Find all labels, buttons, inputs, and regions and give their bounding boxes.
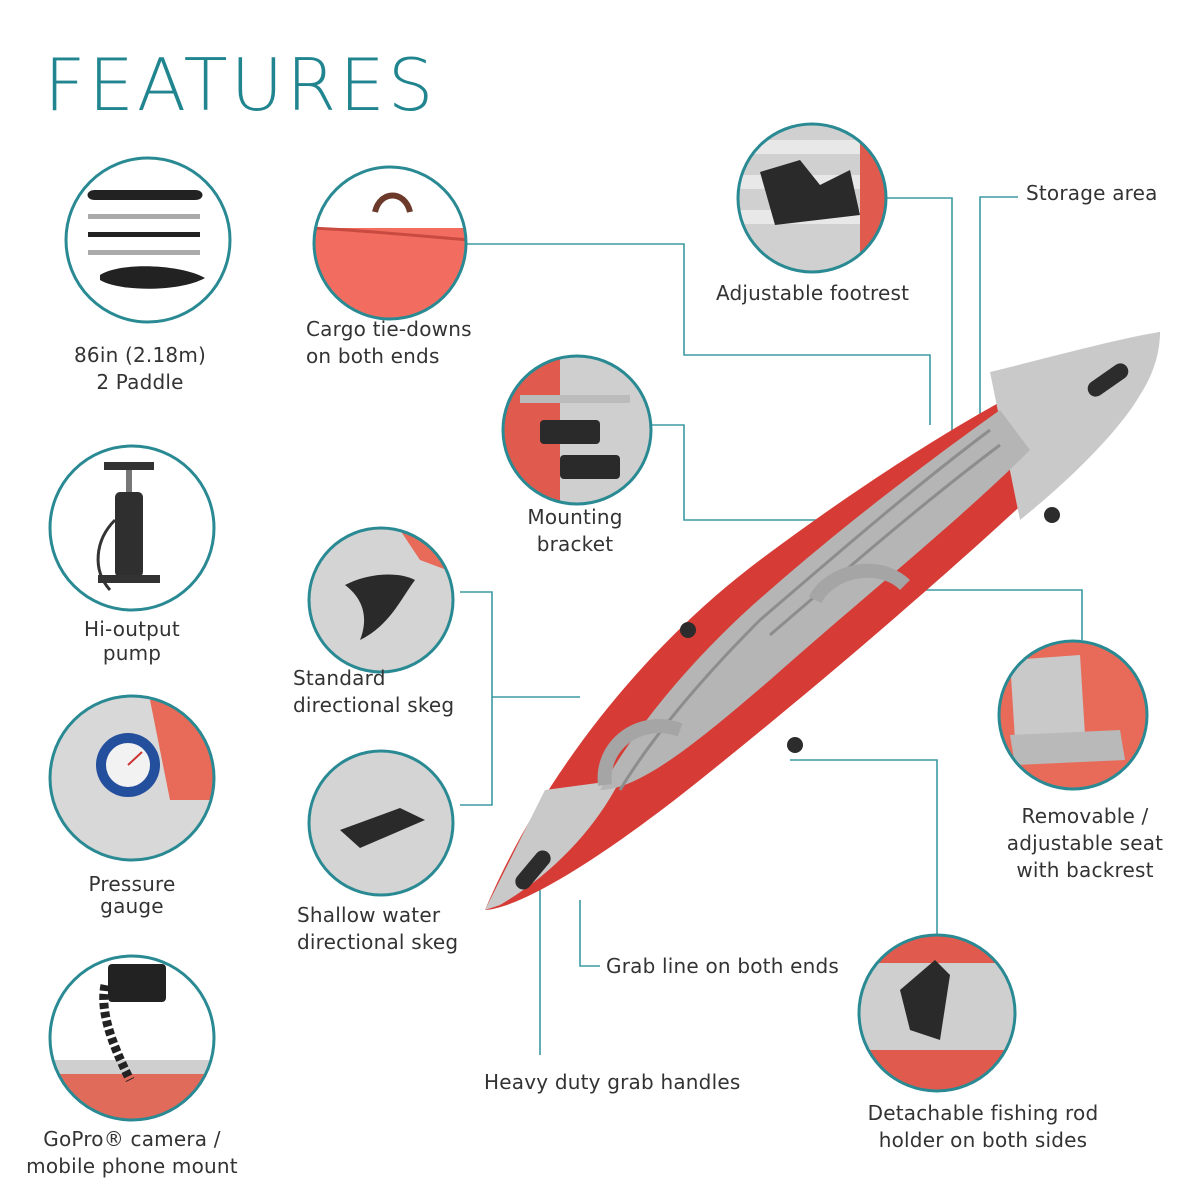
paddle-icon xyxy=(64,156,232,324)
camera-mount-circle xyxy=(48,954,216,1122)
pump-icon xyxy=(48,444,216,612)
seat-circle xyxy=(997,639,1149,791)
pressure-gauge-circle xyxy=(48,694,216,862)
kayak-illustration xyxy=(485,332,1160,910)
cargo-tie-down-circle xyxy=(312,165,468,321)
shallow-skeg-circle xyxy=(307,749,455,897)
mounting-bracket-circle xyxy=(501,354,653,506)
rod-holder-icon xyxy=(857,933,1017,1093)
page-title: FEATURES xyxy=(44,43,437,127)
grab-line-label: Grab line on both ends xyxy=(606,954,840,978)
seat-icon xyxy=(997,639,1149,791)
paddle-label: 86in (2.18m)2 Paddle xyxy=(73,343,207,394)
leader-lines xyxy=(460,196,1083,1055)
pump-circle xyxy=(48,444,216,612)
paddle-circle xyxy=(64,156,232,324)
pressure-gauge-icon xyxy=(48,694,216,862)
standard-skeg-icon xyxy=(307,526,455,674)
grab-handles-label: Heavy duty grab handles xyxy=(484,1070,741,1094)
footrest-circle xyxy=(736,122,888,274)
standard-skeg-circle xyxy=(307,526,455,674)
shallow-skeg-icon xyxy=(307,749,455,897)
cargo-tie-down-icon xyxy=(312,165,468,321)
storage-label: Storage area xyxy=(1026,181,1158,205)
footrest-icon xyxy=(736,122,888,274)
camera-mount-label: GoPro® camera /mobile phone mount xyxy=(26,1127,238,1178)
mounting-bracket-icon xyxy=(501,354,653,506)
footrest-label: Adjustable footrest xyxy=(716,281,910,305)
rod-holder-circle xyxy=(857,933,1017,1093)
camera-mount-icon xyxy=(48,954,216,1122)
